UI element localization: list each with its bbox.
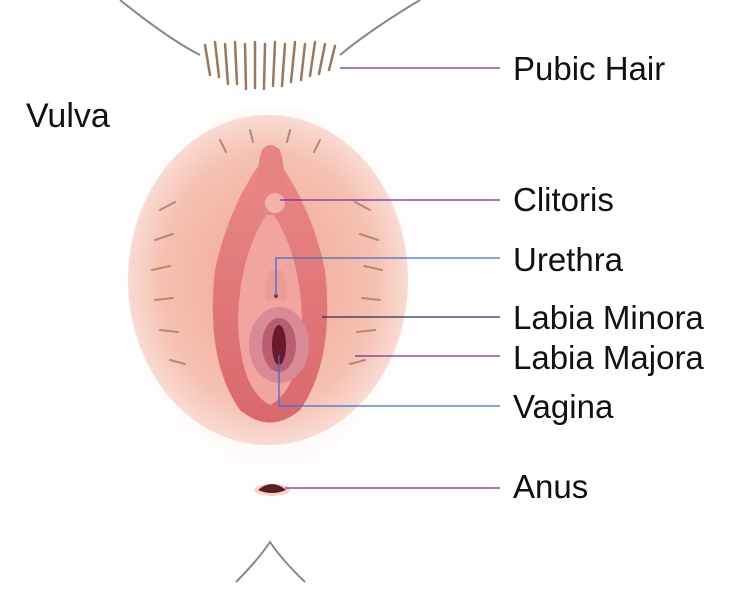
label-clitoris: Clitoris [513, 181, 614, 218]
pubic-hair [203, 40, 337, 91]
leader-lines [275, 67, 500, 489]
label-urethra: Urethra [513, 241, 624, 278]
label-labia-minora: Labia Minora [513, 299, 704, 336]
label-vagina: Vagina [513, 388, 614, 425]
anus-shape [254, 484, 290, 496]
diagram-title: Vulva [26, 97, 110, 135]
label-pubic-hair: Pubic Hair [513, 50, 666, 87]
clitoris-shape [265, 193, 285, 213]
label-anus: Anus [513, 468, 589, 505]
hair-strands [151, 129, 383, 365]
leader-vagina [278, 355, 500, 407]
leader-urethra [275, 257, 500, 296]
label-labia-majora: Labia Majora [513, 339, 704, 376]
